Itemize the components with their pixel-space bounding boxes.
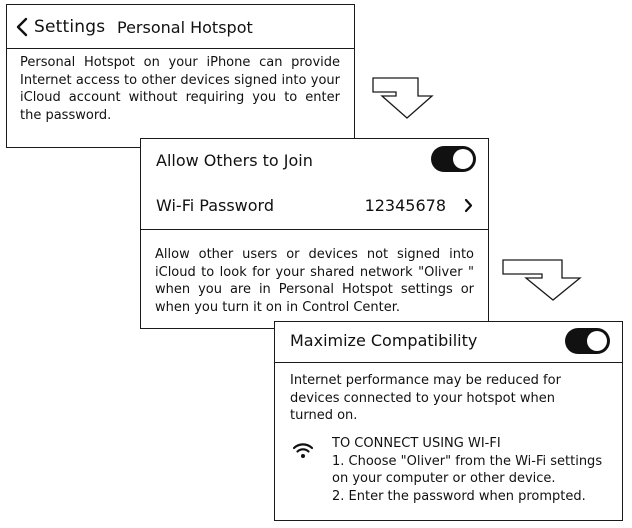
allow-others-row: Allow Others to Join xyxy=(141,139,488,184)
wifi-instructions: TO CONNECT USING WI-FI 1. Choose "Oliver… xyxy=(332,435,617,505)
back-button[interactable]: Settings xyxy=(16,16,105,38)
wifi-password-value: 12345678 xyxy=(364,196,446,215)
wifi-step-2: 2. Enter the password when prompted. xyxy=(332,488,586,504)
page-title: Personal Hotspot xyxy=(117,18,253,37)
chevron-left-icon xyxy=(16,17,28,37)
wifi-step-1-continued: on your computer or other device. xyxy=(332,471,556,486)
maximize-compatibility-panel: Maximize Compatibility Internet performa… xyxy=(274,321,623,521)
personal-hotspot-intro-panel: Settings Personal Hotspot Personal Hotsp… xyxy=(6,4,355,148)
wifi-icon xyxy=(292,443,314,458)
allow-others-panel: Allow Others to Join Wi-Fi Password 1234… xyxy=(140,138,489,329)
maximize-compatibility-toggle[interactable] xyxy=(565,328,610,354)
flow-arrow-icon xyxy=(372,77,434,119)
allow-others-description: Allow other users or devices not signed … xyxy=(155,247,474,315)
navigation-bar: Settings Personal Hotspot xyxy=(7,5,354,49)
allow-others-label: Allow Others to Join xyxy=(156,151,313,170)
chevron-right-icon[interactable] xyxy=(464,198,473,213)
wifi-password-label: Wi-Fi Password xyxy=(156,196,274,215)
wifi-password-row[interactable]: Wi-Fi Password 12345678 xyxy=(141,184,488,230)
maximize-compatibility-label: Maximize Compatibility xyxy=(290,331,478,350)
compatibility-description: Internet performance may be reduced for … xyxy=(290,373,561,423)
toggle-knob xyxy=(587,331,607,351)
wifi-instructions-heading: TO CONNECT USING WI-FI xyxy=(332,436,501,451)
wifi-step-1: 1. Choose "Oliver" from the Wi-Fi settin… xyxy=(332,453,603,469)
toggle-knob xyxy=(453,149,473,169)
allow-others-toggle[interactable] xyxy=(431,146,476,172)
flow-arrow-icon xyxy=(502,259,582,301)
maximize-compatibility-row: Maximize Compatibility xyxy=(275,322,622,363)
back-button-label: Settings xyxy=(34,17,106,37)
hotspot-description: Personal Hotspot on your iPhone can prov… xyxy=(20,55,340,123)
